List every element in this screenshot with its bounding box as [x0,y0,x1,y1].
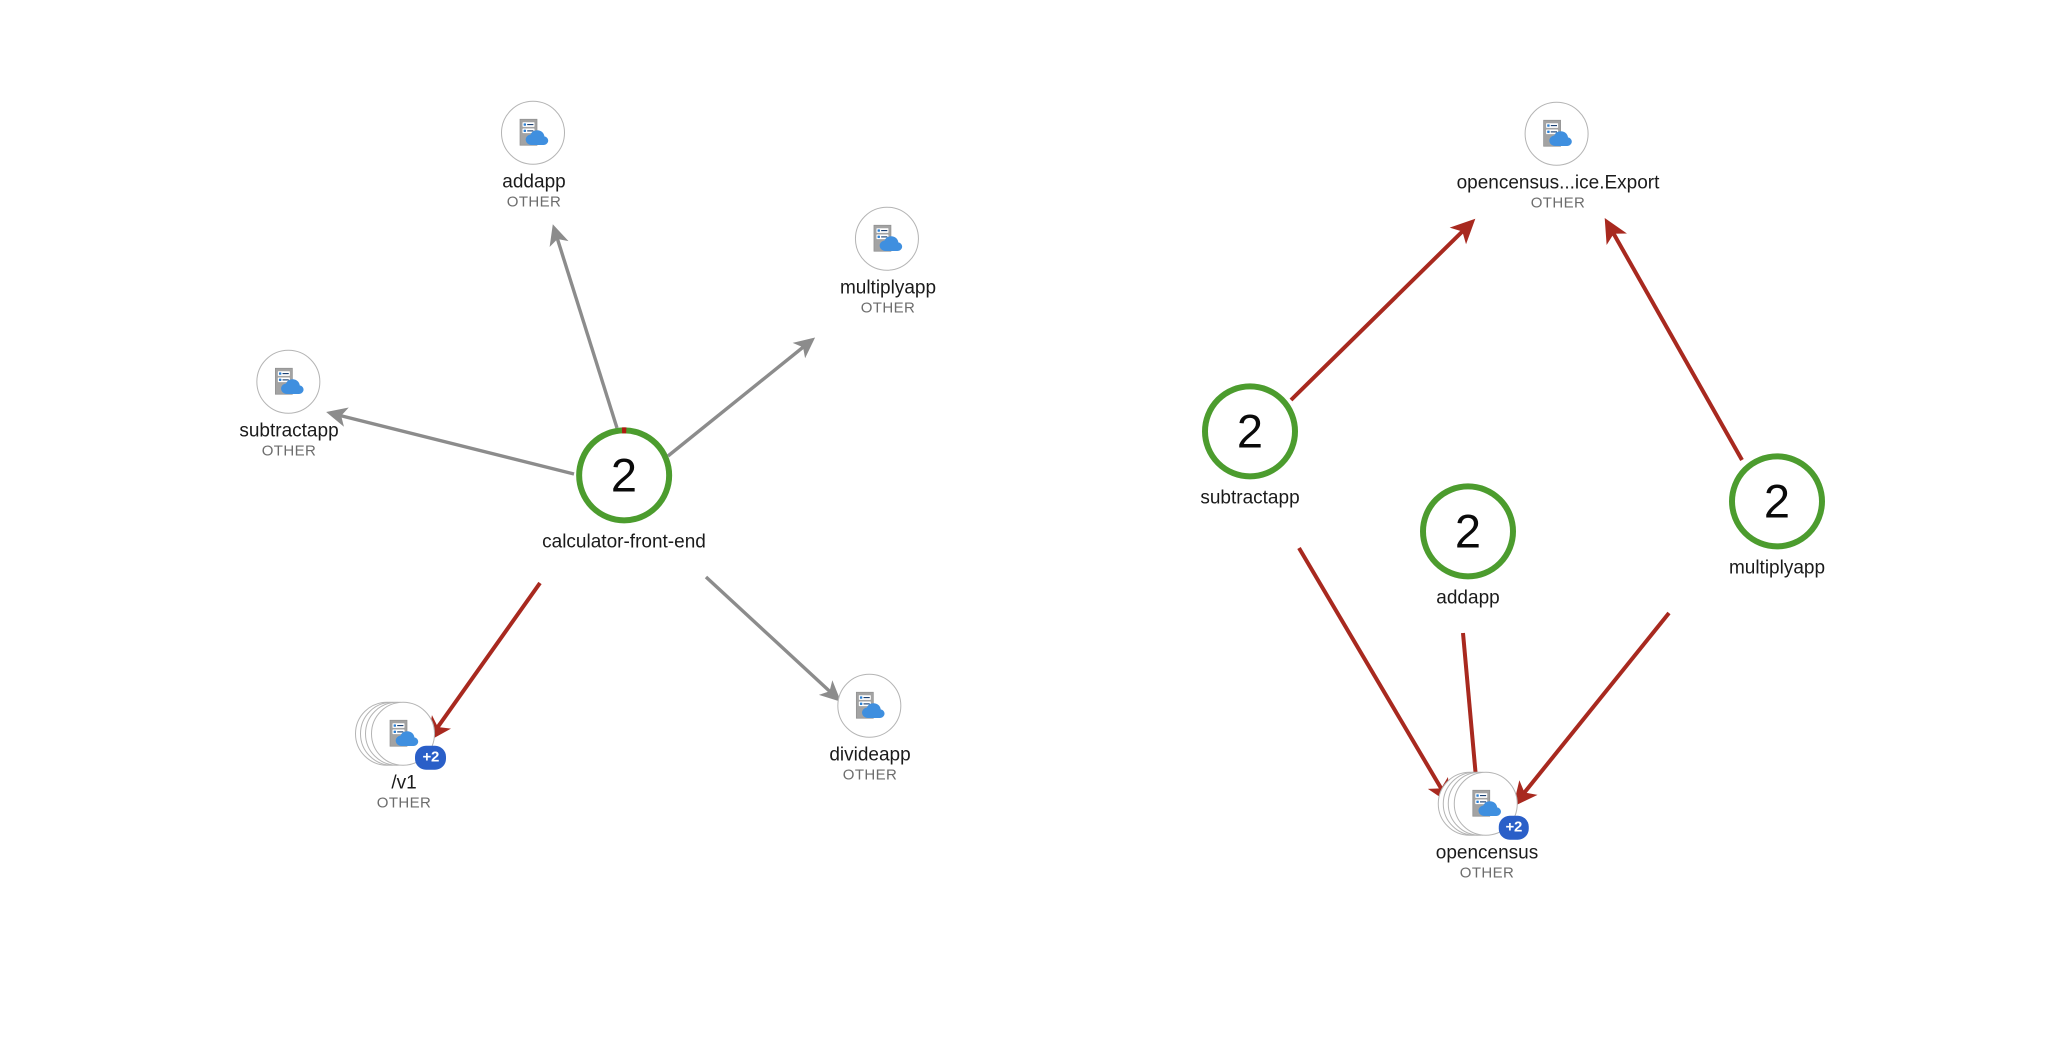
graph-node-divideapp-left[interactable]: divideapp OTHER [829,673,911,785]
node-shape[interactable]: 2 [1418,481,1518,581]
node-shape[interactable] [255,349,322,416]
node-label-calculator-front-end: calculator-front-end [542,531,706,553]
graph-edge [1289,218,1476,402]
node-count-badge-v1-left: +2 [415,745,446,770]
node-sublabel-subtractapp-left: OTHER [261,443,317,461]
graph-node-addapp-left[interactable]: addapp OTHER [501,100,567,212]
graph-node-subtractapp-left[interactable]: subtractapp OTHER [239,349,339,461]
graph-node-calculator-front-end[interactable]: 2 calculator-front-end [542,425,706,552]
node-shape[interactable]: 2 [1727,451,1827,551]
node-label-opencensus-right: opencensus [1435,842,1539,864]
health-ring [1729,453,1825,550]
graph-node-multiplyapp-right[interactable]: 2 multiplyapp [1727,451,1827,578]
node-label-subtractapp-left: subtractapp [239,420,339,442]
node-label-v1-left: /v1 [391,772,417,794]
node-label-multiplyapp-right: multiplyapp [1728,557,1826,579]
graph-node-v1-left[interactable]: +2 /v1 OTHER [355,701,446,813]
graph-edge [427,581,542,742]
node-label-subtractapp-right: subtractapp [1200,487,1300,509]
server-cloud-icon [389,719,419,747]
server-cloud-icon [274,367,304,395]
node-sublabel-divideapp-left: OTHER [842,767,898,785]
server-cloud-icon [1472,789,1502,817]
graph-node-subtractapp-right[interactable]: 2 subtractapp [1200,381,1300,508]
node-shape[interactable]: 2 [1200,381,1300,481]
server-cloud-icon [873,224,903,252]
graph-node-opencensus-right[interactable]: +2 opencensus OTHER [1435,771,1539,883]
node-metric-value: 2 [1454,503,1482,557]
graph-edge [1604,217,1744,461]
node-sublabel-v1-left: OTHER [376,795,432,813]
node-metric-value: 2 [610,447,638,501]
server-cloud-icon [855,691,885,719]
node-shape[interactable] [1524,101,1591,168]
graph-node-addapp-right[interactable]: 2 addapp [1418,481,1518,608]
node-sublabel-opencensus-export: OTHER [1530,195,1586,213]
graph-edge [326,407,575,476]
graph-edge [1513,611,1671,807]
node-shape[interactable] [837,673,903,740]
node-shape[interactable] [501,100,567,167]
node-count-badge-opencensus-right: +2 [1498,815,1529,840]
node-shape[interactable] [854,206,921,273]
graph-node-multiplyapp-left[interactable]: multiplyapp OTHER [839,206,937,318]
node-sublabel-opencensus-right: OTHER [1459,865,1515,883]
node-shape[interactable]: +2 [1438,771,1529,840]
node-label-divideapp-left: divideapp [829,744,911,766]
node-shape[interactable]: +2 [355,701,446,770]
health-ring [1202,383,1298,480]
node-label-addapp-left: addapp [502,171,566,193]
health-ring [1420,483,1516,580]
node-label-opencensus-export: opencensus...ice.Export [1456,172,1660,194]
node-shape[interactable]: 2 [574,425,674,525]
node-metric-value: 2 [1236,403,1264,457]
node-sublabel-addapp-left: OTHER [506,194,562,212]
graph-edge [549,224,619,429]
node-label-multiplyapp-left: multiplyapp [839,277,937,299]
node-metric-value: 2 [1763,473,1791,527]
node-label-addapp-right: addapp [1436,587,1500,609]
graph-edge [704,575,841,702]
server-cloud-icon [1543,119,1573,147]
server-cloud-icon [519,118,549,146]
health-ring [575,427,672,524]
node-sublabel-multiplyapp-left: OTHER [860,300,916,318]
graph-node-opencensus-export[interactable]: opencensus...ice.Export OTHER [1456,101,1660,213]
